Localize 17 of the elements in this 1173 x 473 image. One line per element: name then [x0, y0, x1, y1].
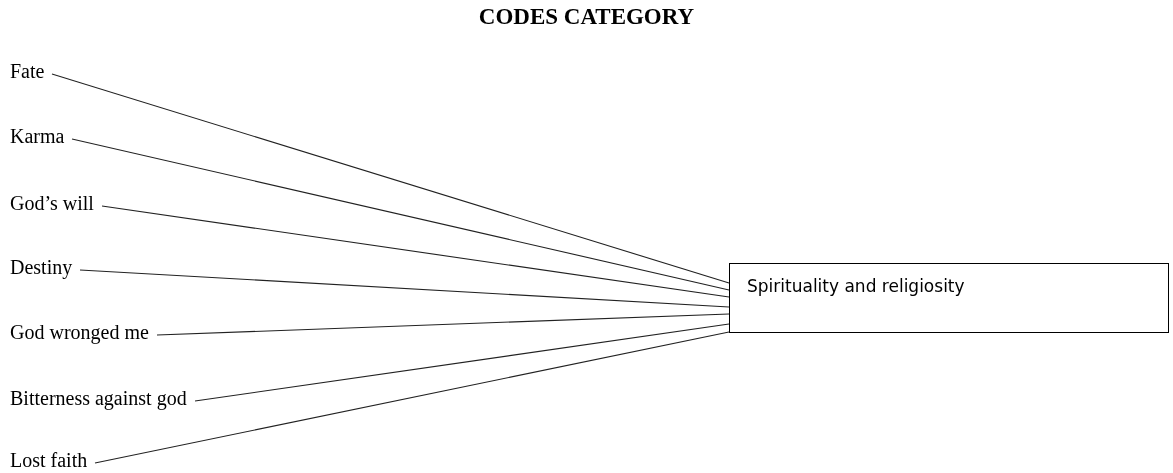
connector-line: [194, 323, 730, 402]
connector-line: [156, 313, 730, 336]
code-label: Destiny: [10, 253, 81, 281]
code-label: Karma: [10, 122, 73, 150]
connector-line: [51, 73, 730, 284]
code-label: God’s will: [10, 187, 102, 219]
code-label: Lost faith: [10, 446, 96, 473]
connector-line: [79, 269, 730, 308]
title: CODES CATEGORY: [478, 4, 695, 30]
category-box: [729, 263, 1169, 333]
connector-line: [94, 331, 730, 464]
connector-line: [71, 138, 730, 291]
category-label: Spirituality and religiosity: [747, 276, 965, 296]
code-label: Fate: [10, 57, 53, 85]
connector-line: [101, 205, 730, 298]
code-label: Bitterness against god: [10, 384, 195, 412]
code-label: God wronged me: [10, 318, 157, 346]
